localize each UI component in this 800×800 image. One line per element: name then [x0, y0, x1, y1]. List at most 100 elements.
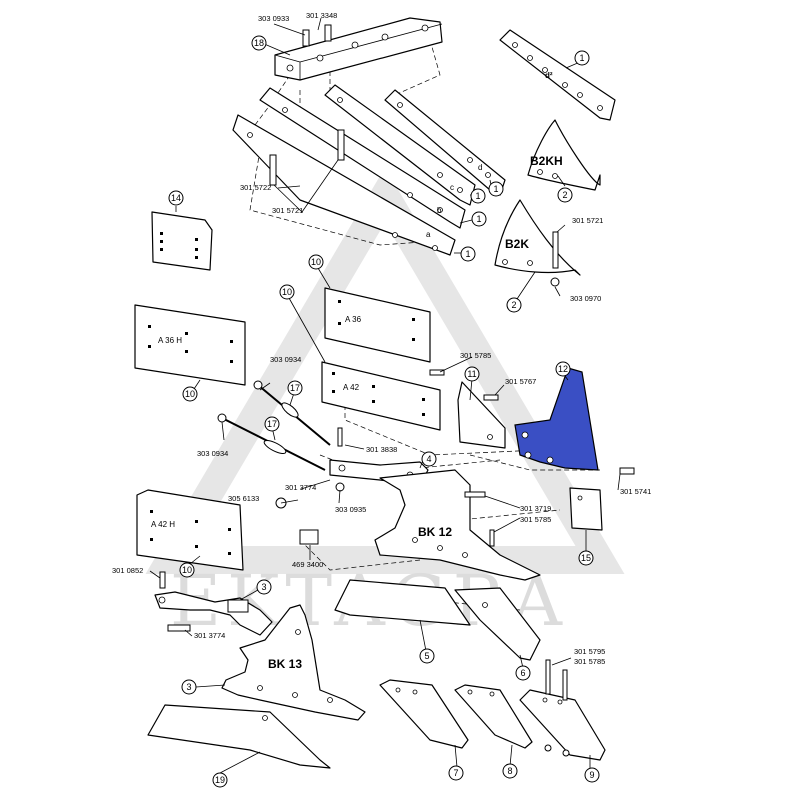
pn-301-3348: 301 3348 — [306, 11, 337, 20]
callout-17-upper: 17 — [287, 380, 303, 396]
bolt-3015721[interactable] — [269, 129, 345, 186]
callout-15: 15 — [578, 550, 594, 566]
callout-1-a: 1 — [460, 246, 476, 262]
part-17-turnbuckle-upper[interactable] — [253, 380, 331, 446]
pn-301-5767: 301 5767 — [505, 377, 536, 386]
part-6-knife[interactable] — [454, 587, 541, 661]
part-3-beam[interactable] — [154, 591, 273, 636]
part-10-plate-A42[interactable]: A 42 — [321, 361, 441, 431]
callout-3-lower: 3 — [181, 679, 197, 695]
svg-text:10: 10 — [311, 257, 321, 267]
part-18-bar[interactable] — [274, 17, 443, 81]
callouts: 18 1 2 1 1 1 1 14 2 10 10 10 10 11 12 17… — [168, 35, 600, 788]
plate-label-b: b — [437, 206, 442, 215]
pn-305-6133: 305 6133 — [228, 494, 259, 503]
part-1-plate-a[interactable]: a — [232, 114, 456, 256]
part-bk12-frog[interactable]: BK 12 — [374, 469, 541, 581]
callout-10-A42H: 10 — [179, 562, 195, 578]
svg-text:10: 10 — [185, 389, 195, 399]
callout-1-b: 1 — [471, 211, 487, 227]
svg-text:15: 15 — [581, 553, 591, 563]
pn-303-0935: 303 0935 — [335, 505, 366, 514]
svg-text:10: 10 — [182, 565, 192, 575]
pn-303-0934-b: 303 0934 — [197, 449, 228, 458]
watermark-triangle — [145, 167, 625, 574]
callout-1-d2: 1 — [574, 50, 590, 66]
plate-label-c: c — [450, 183, 454, 192]
callout-1-c: 1 — [470, 188, 486, 204]
part-8-share[interactable] — [454, 684, 533, 749]
svg-text:7: 7 — [453, 768, 458, 778]
svg-text:18: 18 — [254, 38, 264, 48]
pn-301-3774-b: 301 3774 — [194, 631, 225, 640]
part-10-plate-A36[interactable]: A 36 — [324, 287, 431, 363]
callout-10-A36: 10 — [308, 254, 324, 270]
callout-5: 5 — [419, 648, 435, 664]
part-12-highlighted-plate[interactable] — [514, 367, 599, 471]
plate-label-A36: A 36 — [345, 315, 362, 324]
pn-469-3400: 469 3400 — [292, 560, 323, 569]
frog-label-BK13: BK 13 — [268, 657, 302, 671]
pn-301-3774-a: 301 3774 — [285, 483, 316, 492]
svg-text:9: 9 — [589, 770, 594, 780]
part-1-plate-d2[interactable]: d² — [499, 29, 616, 121]
pn-301-5721-b: 301 5721 — [572, 216, 603, 225]
callout-10-A36H: 10 — [182, 386, 198, 402]
part-2-share-B2KH[interactable]: B2KH — [527, 119, 601, 191]
part-7-share[interactable] — [379, 679, 469, 749]
svg-text:6: 6 — [520, 668, 525, 678]
part-2-share-B2K[interactable]: B2K — [494, 199, 581, 287]
svg-text:19: 19 — [215, 775, 225, 785]
svg-text:1: 1 — [476, 214, 481, 224]
callout-17-lower: 17 — [264, 416, 280, 432]
pn-301-5785-b: 301 5785 — [520, 515, 551, 524]
part-1-plate-d[interactable]: d — [384, 89, 506, 196]
svg-text:17: 17 — [267, 419, 277, 429]
plate-label-d: d — [478, 163, 482, 172]
pn-301-3838: 301 3838 — [366, 445, 397, 454]
svg-text:14: 14 — [171, 193, 181, 203]
svg-text:10: 10 — [282, 287, 292, 297]
pn-303-0970: 303 0970 — [570, 294, 601, 303]
plate-label-A42H: A 42 H — [151, 520, 175, 529]
part-10-plate-A42H[interactable]: A 42 H — [136, 489, 244, 571]
callout-14: 14 — [168, 190, 184, 206]
part-17-turnbuckle-lower[interactable] — [217, 413, 326, 471]
plate-label-A42: A 42 — [343, 383, 360, 392]
part-1-plate-b[interactable]: b — [259, 87, 466, 229]
callout-19: 19 — [212, 772, 228, 788]
pn-301-5722: 301 5722 — [240, 183, 271, 192]
part-15-plate[interactable] — [569, 487, 603, 531]
callout-1-d: 1 — [488, 181, 504, 197]
callout-2-B2KH: 2 — [557, 187, 573, 203]
part-19-blade[interactable] — [147, 704, 331, 769]
misc-bolts — [159, 369, 635, 632]
share-label-B2K: B2K — [505, 237, 529, 251]
part-9-share[interactable] — [519, 659, 606, 761]
pn-303-0933-top: 303 0933 — [258, 14, 289, 23]
svg-text:5: 5 — [424, 651, 429, 661]
pn-303-0934-a: 303 0934 — [270, 355, 301, 364]
callout-9: 9 — [584, 767, 600, 783]
part-number-labels: 303 0933 301 3348 301 5722 301 5721 301 … — [112, 11, 651, 666]
svg-text:4: 4 — [426, 454, 431, 464]
svg-text:1: 1 — [475, 191, 480, 201]
part-bk13-frog[interactable]: BK 13 — [221, 604, 366, 721]
callout-18: 18 — [251, 35, 267, 51]
leader-lines — [149, 17, 621, 774]
callout-7: 7 — [448, 765, 464, 781]
part-14-plate[interactable] — [151, 211, 213, 271]
pn-301-5795: 301 5795 — [574, 647, 605, 656]
callout-8: 8 — [502, 763, 518, 779]
frog-label-BK12: BK 12 — [418, 525, 452, 539]
svg-text:2: 2 — [511, 300, 516, 310]
svg-text:3: 3 — [261, 582, 266, 592]
svg-text:1: 1 — [465, 249, 470, 259]
plate-label-a: a — [426, 230, 431, 239]
svg-text:17: 17 — [290, 383, 300, 393]
part-10-plate-A36H[interactable]: A 36 H — [134, 304, 246, 386]
svg-text:2: 2 — [562, 190, 567, 200]
part-5-landside[interactable] — [334, 579, 471, 626]
